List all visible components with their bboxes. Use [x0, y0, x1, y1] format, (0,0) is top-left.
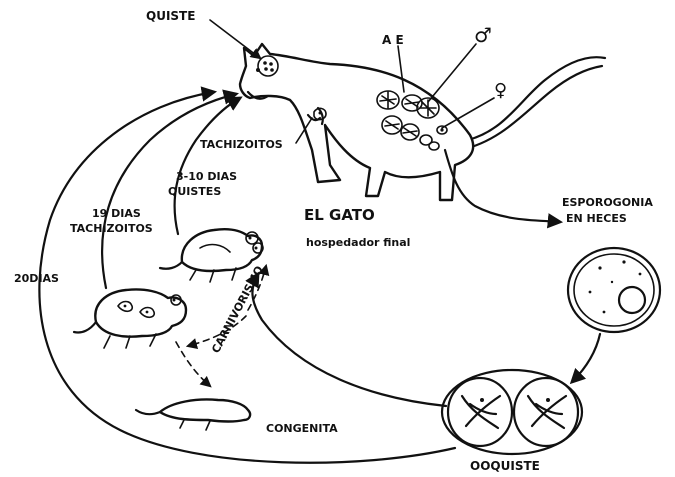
mouse-tachyzoites: [74, 289, 186, 348]
label-esporogonia: ESPOROGONIA: [562, 196, 653, 209]
label-ooquiste: OOQUISTE: [470, 459, 540, 473]
label-quistes: QUISTES: [168, 185, 221, 198]
label-congenita: CONGENITA: [266, 422, 338, 435]
label-quiste: QUISTE: [146, 9, 195, 23]
label-19-dias: 19 DIAS: [92, 207, 141, 220]
congenital-offspring: [136, 400, 250, 431]
arrow-sporulation: [572, 334, 600, 382]
sporulated-oocyst: [442, 370, 582, 454]
label-el-gato: EL GATO: [304, 206, 375, 224]
arrow-oocyst-to-mouse: [252, 274, 446, 406]
label-3-10-dias: 3-10 DIAS: [176, 170, 237, 183]
unsporulated-oocyst: [568, 248, 660, 332]
label-male-symbol: ♂: [474, 23, 492, 47]
cat-illustration: [240, 44, 605, 200]
label-tachizoitos-mouse: TACHIZOITOS: [70, 222, 153, 235]
label-20-dias: 20DIAS: [14, 272, 59, 285]
mouse-cysts: [160, 229, 263, 282]
quiste-pointer: [210, 20, 260, 58]
label-tachizoitos-cat: TACHIZOITOS: [200, 138, 283, 151]
label-en-heces: EN HECES: [566, 212, 627, 225]
label-female-symbol: ♀: [494, 80, 507, 101]
arrow-3-10-dias: [175, 98, 240, 234]
label-ae: A E: [382, 33, 404, 47]
label-hospedador-final: hospedador final: [306, 236, 410, 249]
congenital-arrow: [176, 342, 210, 386]
